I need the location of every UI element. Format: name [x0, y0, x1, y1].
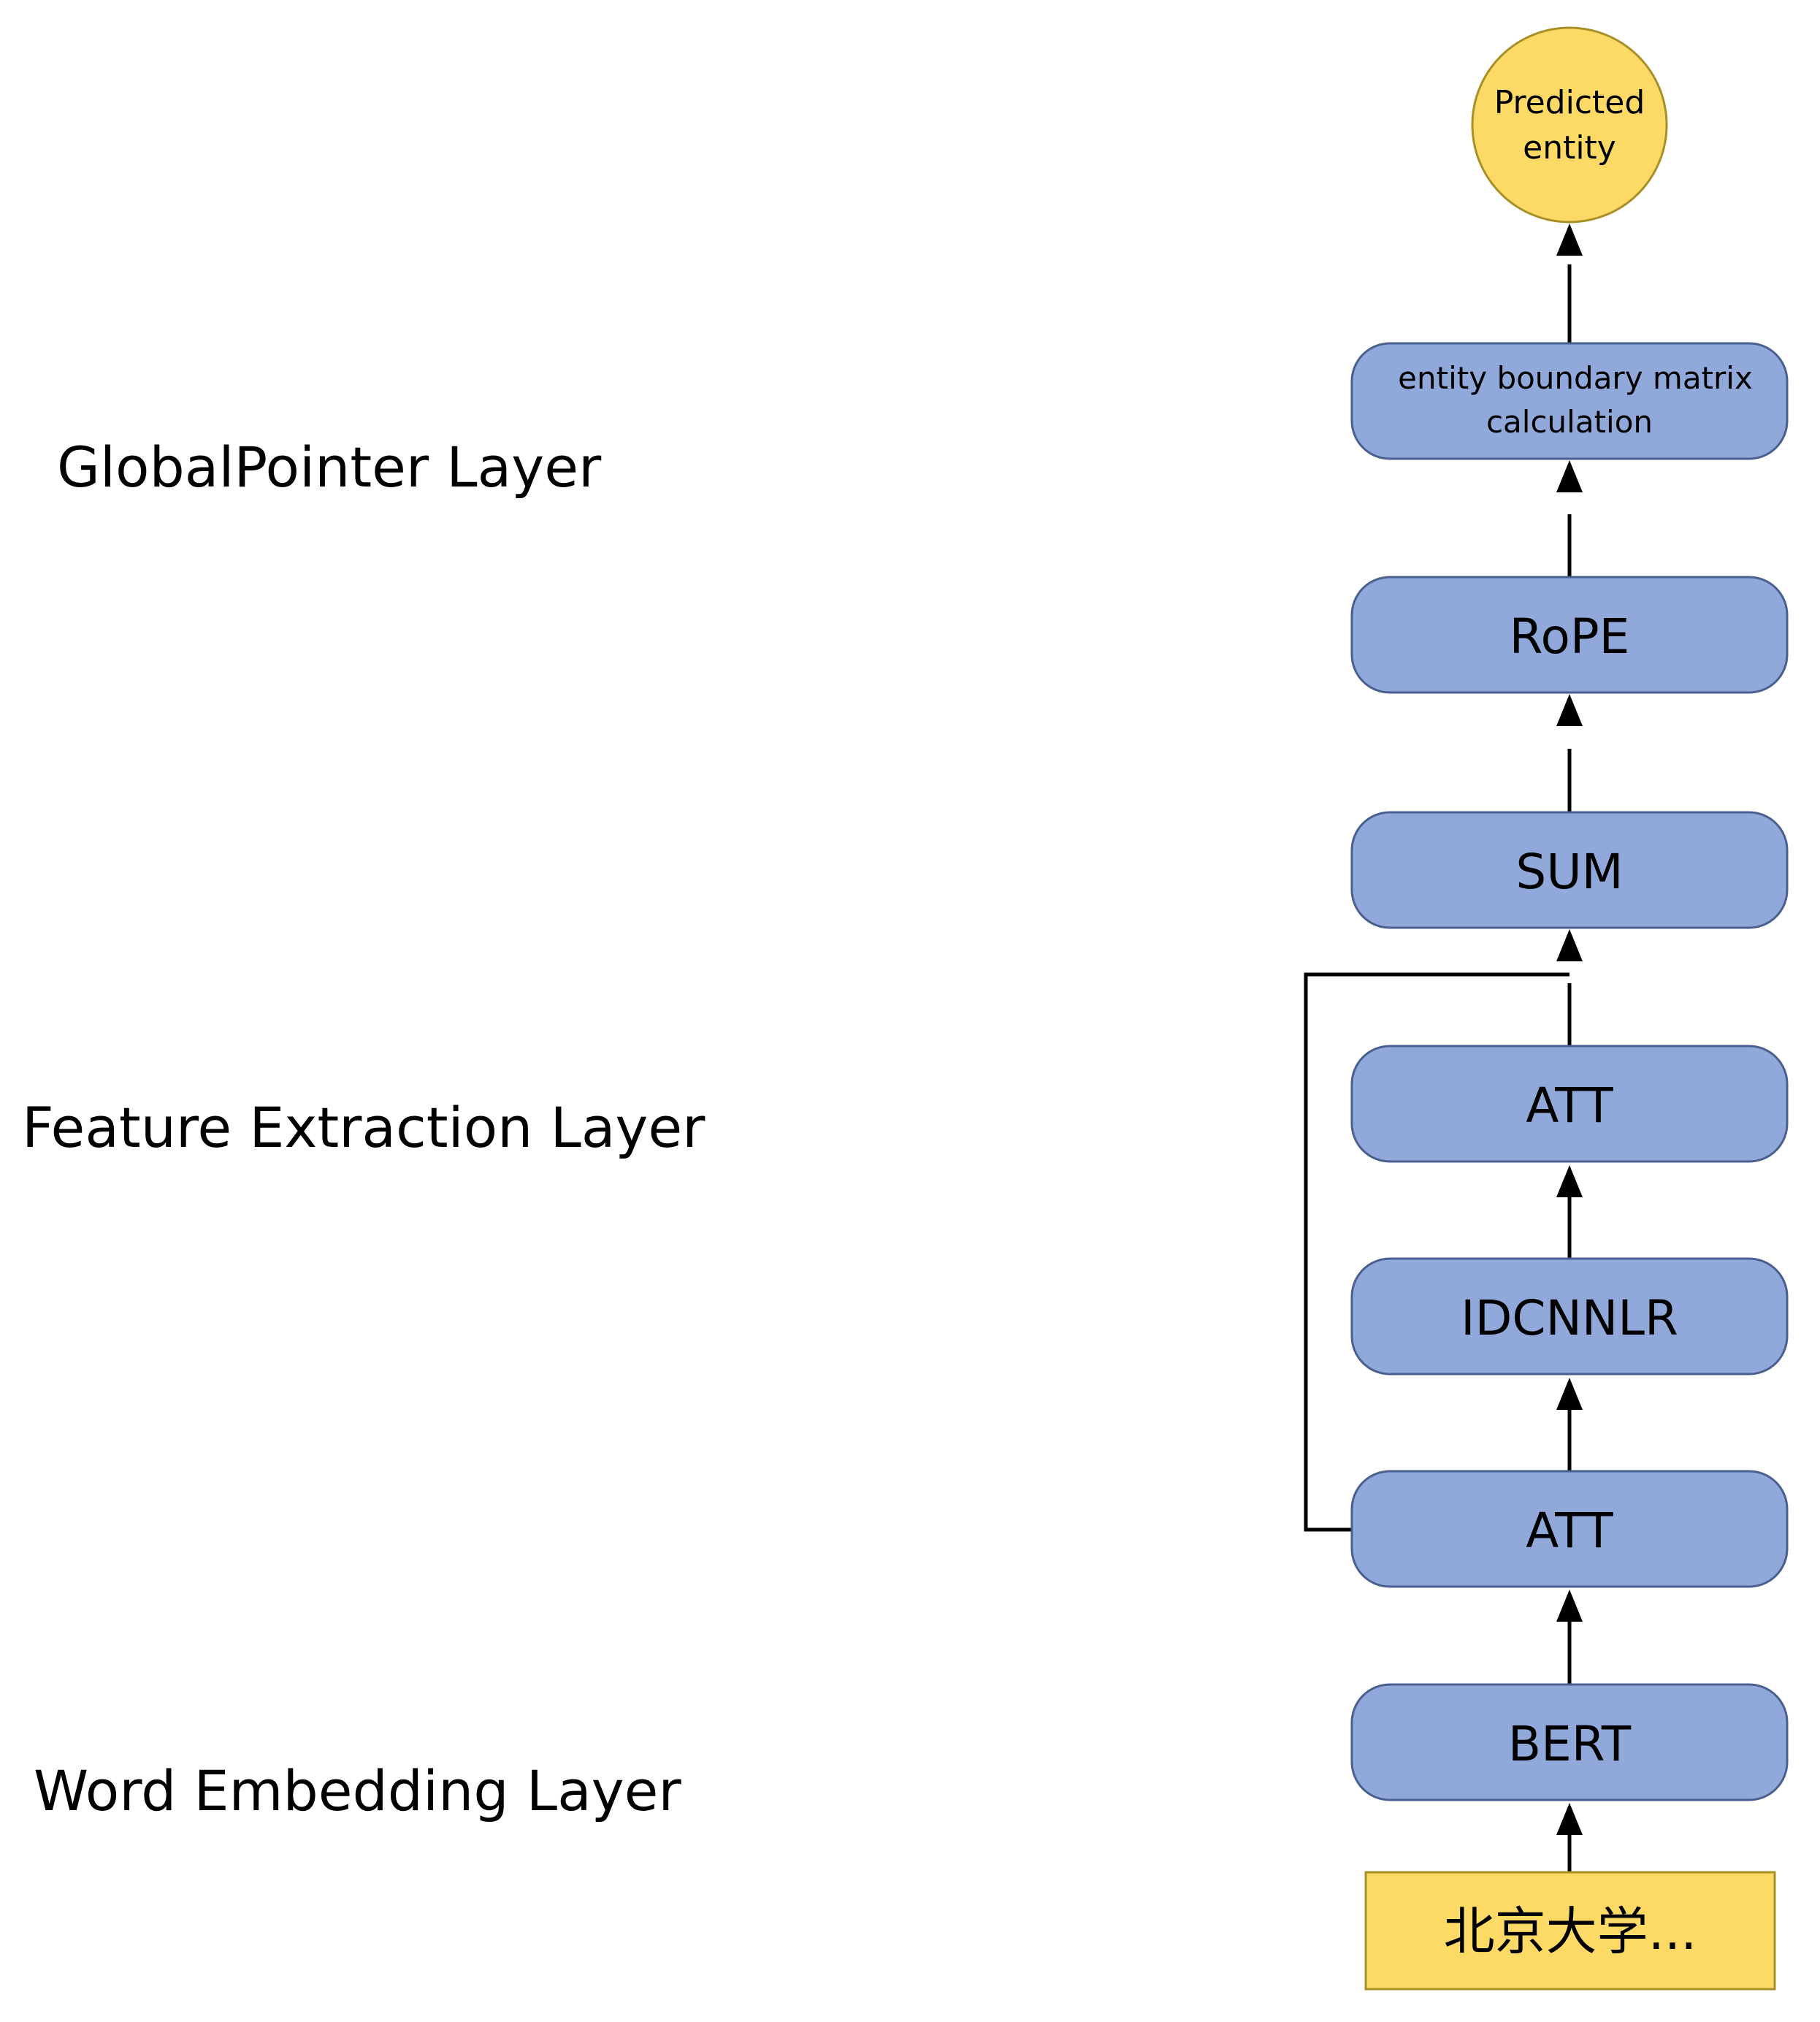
boundary-matrix-block: entity boundary matrix calculation	[1350, 342, 1789, 460]
att-bottom-label: ATT	[1526, 1503, 1613, 1559]
feature-extraction-layer-label: Feature Extraction Layer	[22, 1095, 706, 1160]
arrowhead-output	[1556, 224, 1583, 256]
arrowhead-bert	[1556, 1803, 1583, 1835]
att-bottom-block: ATT	[1350, 1470, 1789, 1588]
output-node-line-2: entity	[1523, 129, 1616, 167]
output-node: Predicted entity	[1471, 26, 1668, 224]
word-embedding-layer-label: Word Embedding Layer	[34, 1758, 681, 1823]
arrowhead-sum	[1556, 929, 1583, 961]
connectors	[1304, 264, 1572, 1872]
rope-block: RoPE	[1350, 576, 1789, 694]
arrowhead-idcnnlr	[1556, 1378, 1583, 1410]
arrowheads	[1556, 224, 1583, 1835]
boundary-matrix-line-2: calculation	[1486, 404, 1653, 440]
sum-label: SUM	[1515, 844, 1623, 900]
bert-block: BERT	[1350, 1683, 1789, 1801]
input-block: 北京大学...	[1364, 1871, 1776, 1991]
boundary-matrix-line-1: entity boundary matrix	[1398, 360, 1753, 396]
input-label: 北京大学...	[1444, 1901, 1697, 1961]
bert-label: BERT	[1508, 1716, 1632, 1772]
att-top-block: ATT	[1350, 1045, 1789, 1163]
idcnnlr-block: IDCNNLR	[1350, 1257, 1789, 1376]
att-top-label: ATT	[1526, 1077, 1613, 1134]
globalpointer-layer-label: GlobalPointer Layer	[57, 435, 602, 500]
arrowhead-rope	[1556, 694, 1583, 726]
output-node-line-1: Predicted	[1494, 84, 1645, 121]
rope-label: RoPE	[1510, 608, 1630, 665]
sum-block: SUM	[1350, 811, 1789, 929]
arrowhead-att-top	[1556, 1165, 1583, 1197]
skip-connection	[1304, 972, 1569, 1532]
arrowhead-att-bottom	[1556, 1590, 1583, 1622]
arrowhead-boundary	[1556, 460, 1583, 492]
idcnnlr-label: IDCNNLR	[1461, 1290, 1678, 1346]
